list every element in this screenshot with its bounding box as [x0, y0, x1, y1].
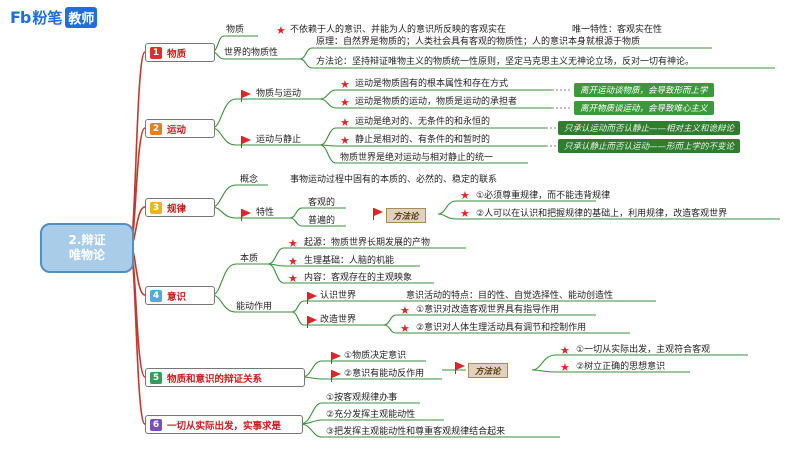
flag-icon	[454, 362, 466, 374]
node-renshi-definition: 意识活动的特点：目的性、自觉选择性、能动创造性	[406, 291, 614, 301]
node-texing: 特性	[256, 208, 275, 218]
method-label: 方法论	[468, 363, 508, 378]
node-wuzhi-definition: 不依赖于人的意识、并能为人的意识所反映的客观实在	[290, 25, 507, 35]
node-wuzhi-yu-yundong: 物质与运动	[256, 89, 302, 99]
section-5-title: 物质和意识的辩证关系	[167, 373, 263, 385]
node-gaizao-2: ②意识对人体生理活动具有调节和控制作用	[416, 323, 587, 333]
node-shiji-chufa: ①一切从实际出发，主观符合客观	[576, 345, 711, 355]
star-icon: ★	[340, 116, 350, 129]
node-jingzhi-2: 静止是相对的、有条件的和暂时的	[355, 135, 491, 145]
node-guilv-banshi: ①按客观规律办事	[326, 393, 398, 403]
section-2-node[interactable]: 2 运动	[145, 119, 215, 138]
section-6-number: 6	[150, 418, 162, 431]
star-icon: ★	[460, 189, 470, 202]
node-fangfalun: 方法论：坚持辩证唯物主义的物质统一性原则，坚定马克思主义无神论立场，反对一切有神…	[316, 57, 695, 67]
node-wuzhi: 物质	[226, 25, 245, 35]
node-yundong-yu-jingzhi: 运动与静止	[256, 135, 302, 145]
section-4-node[interactable]: 4 意识	[145, 286, 215, 305]
section-3-node[interactable]: 3 规律	[145, 198, 215, 217]
note-xiangdui-zhuyi: 只承认运动而否认静止——相对主义和诡辩论	[558, 121, 741, 135]
node-jingzhi-1: 运动是绝对的、无条件的和永恒的	[355, 117, 491, 127]
section-6-node[interactable]: 6 一切从实际出发，实事求是	[145, 415, 303, 434]
logo-mark: Fb	[10, 7, 31, 27]
star-icon: ★	[288, 272, 298, 285]
flag-icon	[240, 136, 252, 148]
section-1-node[interactable]: 1 物质	[145, 43, 215, 62]
node-guilv-fangfa-2: ②人可以在认识和把握规律的基础上，利用规律，改造客观世界	[476, 209, 728, 219]
node-yundong-1: 运动是物质固有的根本属性和存在方式	[355, 79, 509, 89]
star-icon: ★	[276, 24, 286, 37]
section-4-number: 4	[150, 289, 162, 302]
method-label: 方法论	[386, 208, 426, 223]
flag-icon	[240, 209, 252, 221]
logo-tag: 教师	[65, 6, 98, 28]
node-benzhi: 本质	[240, 254, 259, 264]
node-neirong: 内容：客观存在的主观映象	[304, 273, 413, 283]
section-3-title: 规律	[167, 203, 187, 215]
section-2-number: 2	[150, 122, 162, 135]
node-qiyuan: 起源：物质世界长期发展的产物	[304, 238, 431, 248]
star-icon: ★	[288, 237, 298, 250]
node-nengdongxing: ②充分发挥主观能动性	[326, 410, 416, 420]
section-5-node[interactable]: 5 物质和意识的辩证关系	[145, 368, 305, 387]
star-icon: ★	[400, 322, 410, 335]
star-icon: ★	[400, 304, 410, 317]
node-gainian: 概念	[240, 175, 259, 185]
node-gaizao-shijie: 改造世界	[320, 315, 357, 325]
flag-icon	[372, 208, 384, 220]
node-gainian-definition: 事物运动过程中固有的本质的、必然的、稳定的联系	[290, 175, 498, 185]
node-yuanli: 原理：自然界是物质的；人类社会具有客观的物质性；人的意识本身就根源于物质	[316, 37, 641, 47]
logo-brand-text: 粉笔	[32, 8, 63, 27]
node-renshi-shijie: 认识世界	[320, 291, 357, 301]
star-icon: ★	[560, 361, 570, 374]
note-xing-er-shang-xue: 离开运动谈物质，会导致形而上学	[574, 83, 714, 97]
flag-icon	[306, 292, 318, 304]
node-guilv-fangfa-1: ①必须尊重规律，而不能违背规律	[476, 191, 611, 201]
central-topic[interactable]: 2.辩证 唯物论	[40, 223, 134, 273]
section-1-number: 1	[150, 46, 162, 59]
flag-icon	[330, 352, 342, 364]
star-icon: ★	[340, 134, 350, 147]
flag-icon	[240, 90, 252, 102]
flag-icon	[330, 370, 342, 382]
star-icon: ★	[340, 96, 350, 109]
section-4-title: 意识	[167, 291, 187, 303]
node-nengdong-zuoyong: 能动作用	[236, 302, 273, 312]
section-2-title: 运动	[167, 124, 187, 136]
section-5-number: 5	[150, 371, 162, 384]
star-icon: ★	[340, 78, 350, 91]
note-wei-xin-zhu-yi: 离开物质谈运动，会导致唯心主义	[574, 101, 714, 115]
brand-logo: Fb 粉笔 教师	[10, 6, 98, 28]
node-yundong-2: 运动是物质的运动，物质是运动的承担者	[355, 97, 518, 107]
note-bubian-lun: 只承认静止而否认运动——形而上学的不变论	[558, 139, 741, 153]
node-keguan-de: 客观的	[308, 198, 336, 208]
node-pubian-de: 普遍的	[308, 216, 336, 226]
star-icon: ★	[460, 207, 470, 220]
central-topic-label: 2.辩证 唯物论	[68, 233, 106, 262]
node-yishi-fanzuoyong: ②意识有能动反作用	[344, 369, 425, 379]
flag-icon	[306, 316, 318, 328]
node-gaizao-1: ①意识对改造客观世界具有指导作用	[416, 305, 560, 315]
section-6-title: 一切从实际出发，实事求是	[167, 420, 282, 432]
node-wuzhi-jueding-yishi: ①物质决定意识	[344, 351, 407, 361]
node-sixiang-yishi: ②树立正确的思想意识	[576, 362, 666, 372]
node-jingzhi-3: 物质世界是绝对运动与相对静止的统一	[340, 153, 494, 163]
node-shengli-jichu: 生理基础：人脑的机能	[304, 256, 395, 266]
section-3-number: 3	[150, 201, 162, 214]
node-shijie-wuzhixing: 世界的物质性	[224, 48, 279, 58]
node-weiyi-texing: 唯一特性：客观实在性	[572, 25, 663, 35]
section-1-title: 物质	[167, 48, 187, 60]
star-icon: ★	[560, 344, 570, 357]
node-jiehe-qilai: ③把发挥主观能动性和尊重客观规律结合起来	[326, 427, 506, 437]
star-icon: ★	[288, 255, 298, 268]
